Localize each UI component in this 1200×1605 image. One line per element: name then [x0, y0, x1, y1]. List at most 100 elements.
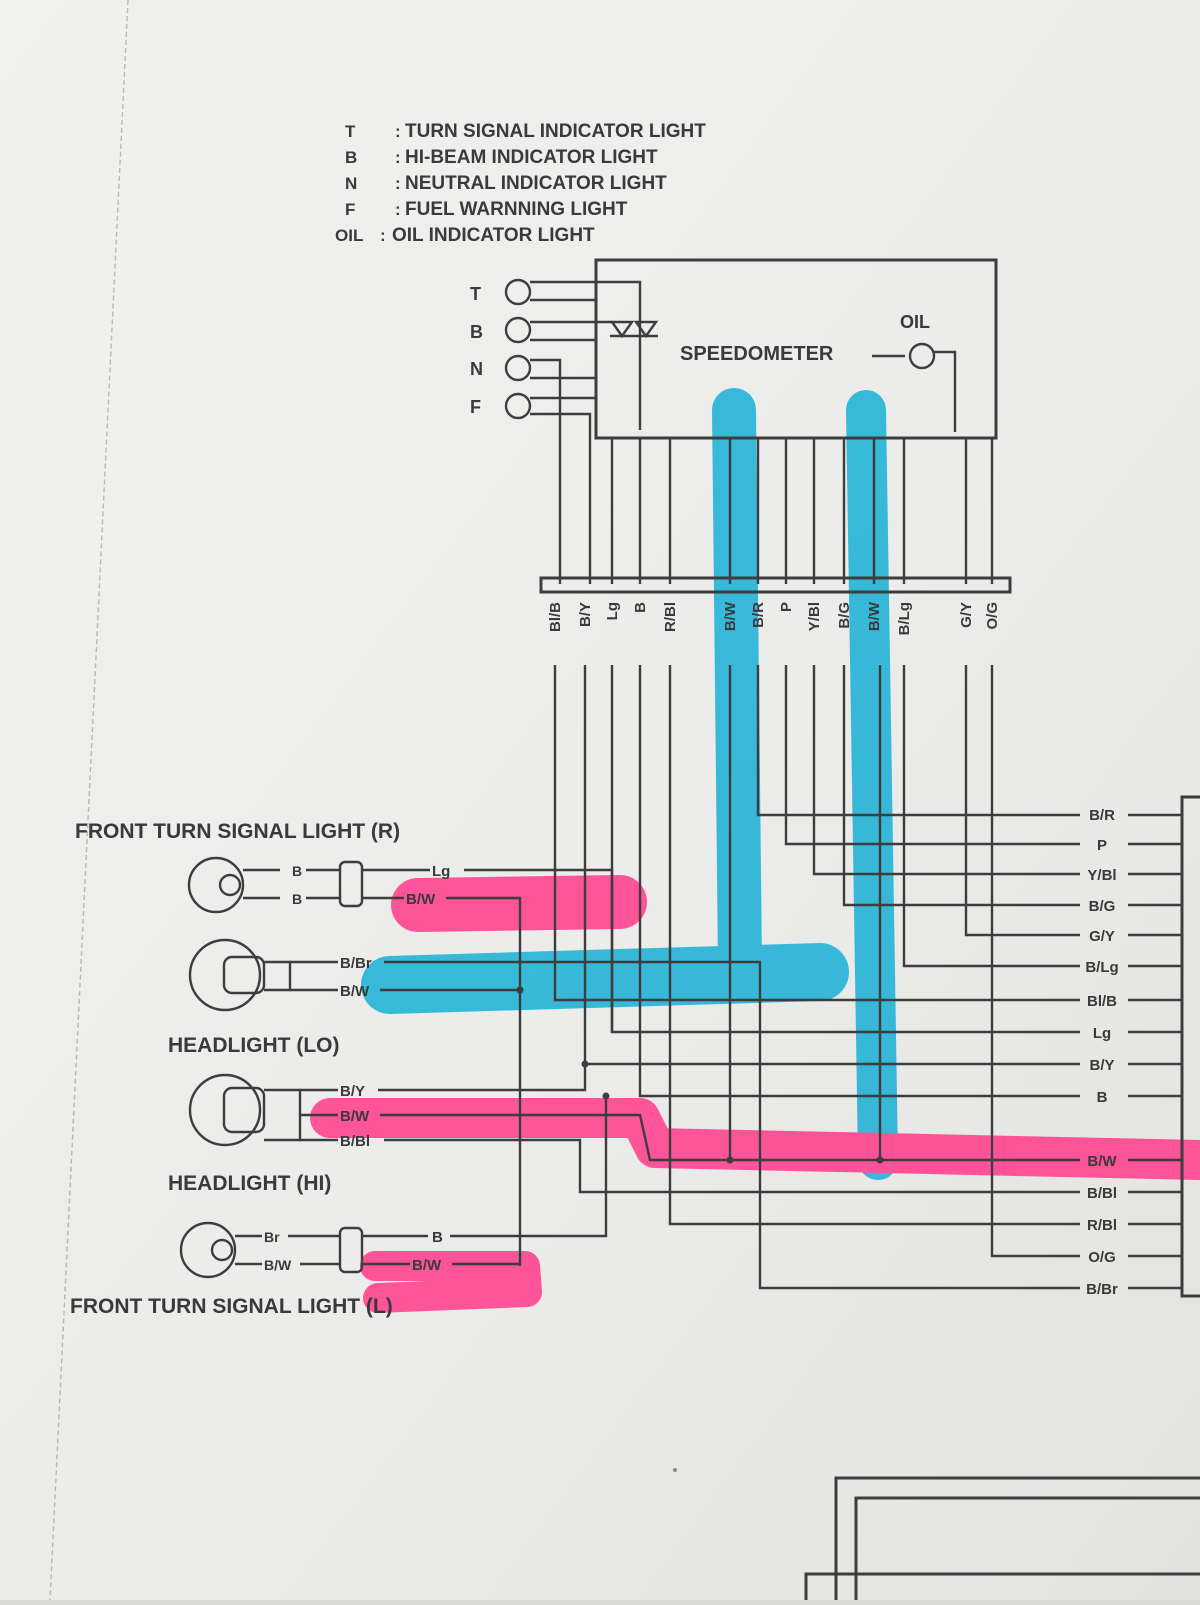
connector-drop-wires [553, 665, 1080, 1258]
harness-wire-label: B/W [406, 891, 436, 908]
harness-wire-label: B/R [1089, 807, 1115, 824]
harness-wire-label: B/Br [1086, 1281, 1118, 1298]
front-turn-left-title: FRONT TURN SIGNAL LIGHT (L) [70, 1295, 393, 1318]
bulb-filament-icon [210, 1238, 234, 1262]
harness-wire-label: B [432, 1229, 443, 1246]
wire-b-br [384, 960, 1080, 1290]
wire-b-g [842, 665, 1080, 907]
diode-icon [609, 320, 635, 339]
speedometer-wires [610, 438, 994, 584]
wire-b-w-hi [380, 1113, 1080, 1162]
connector-wire-label: G/Y [958, 602, 975, 628]
junction-dots [516, 986, 884, 1164]
connector-wire-label: B/W [866, 601, 883, 631]
headlight-wire-label: B/W [340, 983, 370, 1000]
front-turn-signal-right: FRONT TURN SIGNAL LIGHT (R) B B Lg B/W [75, 820, 614, 1266]
headlight-leads [290, 960, 338, 992]
legend-sep-t: : [395, 122, 401, 141]
legend-text-oil: OIL INDICATOR LIGHT [392, 225, 595, 246]
harness-entry-r-bl: R/Bl [1087, 1217, 1182, 1234]
wire-r-bl [668, 665, 1080, 1226]
harness-wire-label: B [1097, 1089, 1108, 1106]
wire-p [784, 665, 1080, 846]
lamp-leads [306, 868, 340, 900]
headlight-low: B/Br B/W HEADLIGHT (LO) [168, 938, 1080, 1290]
headlight-socket [222, 955, 266, 995]
turn-indicator-lamp-icon [504, 278, 532, 306]
legend-key-f: F [345, 200, 355, 219]
headlight-high: B/Y B/W B/Bl HEADLIGHT (HI) [168, 1064, 1080, 1195]
harness-wire-label: Y/Bl [1087, 867, 1116, 884]
legend-key-t: T [345, 122, 356, 141]
headlight-bulb-icon [188, 1073, 262, 1147]
headlight-leads [300, 1088, 338, 1142]
headlight-base [264, 960, 292, 992]
lamp-wire-label: B/W [264, 1257, 292, 1273]
legend-key-b: B [345, 148, 357, 167]
connector-wire-labels: Bl/B B/Y Lg B R/Bl B/W B/R P Y/Bl B/G B/… [547, 601, 1001, 635]
wire-b-y-hi [378, 1064, 587, 1092]
harness-wire-label: G/Y [1089, 928, 1115, 945]
pink-highlight-headlight-hi [310, 1098, 1200, 1180]
neutral-indicator-lamp-icon [504, 354, 532, 382]
junction-dot [602, 1092, 610, 1100]
harness-wire-label: B/Bl [1087, 1185, 1117, 1202]
paper-speck [673, 1468, 677, 1472]
hibeam-indicator-lamp-icon [504, 316, 532, 344]
junction-dot [876, 1156, 884, 1164]
headlight-bulb-icon [188, 938, 262, 1012]
connector-wire-label: B/Y [577, 602, 594, 627]
harness-wire-label: O/G [1088, 1249, 1116, 1266]
connector-wire-label: B/G [836, 602, 853, 629]
harness-wire-labels: B/R P Y/Bl B/G G/Y B/Lg Bl/B Lg B/Y B B/… [1085, 807, 1182, 1298]
harness-entry-g-y: G/Y [1089, 928, 1182, 945]
harness-entry-b-y: B/Y [1089, 1057, 1182, 1074]
legend-sep-oil: : [380, 226, 386, 245]
legend: T : TURN SIGNAL INDICATOR LIGHT B : HI-B… [335, 121, 706, 246]
page-edge-line [49, 0, 129, 1601]
legend-text-t: TURN SIGNAL INDICATOR LIGHT [405, 121, 706, 142]
next-section-box [804, 1476, 1200, 1600]
highlighter-marks [310, 388, 1200, 1313]
connector-wire-label: B/Lg [896, 602, 913, 635]
speedometer-box [594, 258, 998, 440]
harness-leads [362, 1234, 428, 1266]
blue-highlight-right [846, 390, 898, 1180]
harness-entry-lg: Lg [1093, 1025, 1182, 1042]
headlight-low-title: HEADLIGHT (LO) [168, 1034, 339, 1057]
headlight-wire-label: B/W [340, 1108, 370, 1125]
front-turn-signal-left: Br B/W B B/W FRONT TURN SIGNAL LIGHT (L) [70, 1096, 608, 1318]
harness-wire-label: R/Bl [1087, 1217, 1117, 1234]
harness-entry-bl-b: Bl/B [1087, 993, 1182, 1010]
harness-entry-b-g: B/G [1089, 898, 1182, 915]
harness-leads [362, 868, 430, 900]
harness-entry-b-lg: B/Lg [1085, 959, 1182, 976]
harness-wire-label: B/G [1089, 898, 1116, 915]
junction-dot [581, 1060, 589, 1068]
oil-wire [934, 350, 957, 432]
junction-dot [516, 986, 524, 994]
wire-b-bl [384, 1138, 1080, 1194]
harness-wire-label: Lg [1093, 1025, 1111, 1042]
wire-bl-b [553, 665, 1080, 1002]
headlight-wire-label: B/Br [340, 955, 372, 972]
headlight-wire-label: B/Bl [340, 1133, 370, 1150]
blue-highlight-left [712, 388, 762, 987]
wire-g-y [964, 665, 1080, 937]
wire-b-to-connector [450, 1096, 608, 1238]
lamp-wire-label: Br [264, 1229, 280, 1245]
main-harness-connector [1180, 795, 1200, 1298]
headlight-wire-label: B/Y [340, 1083, 365, 1100]
blue-highlight-headlight-lo [361, 943, 849, 1014]
indicator-label-t: T [470, 284, 481, 304]
indicator-lamp-wires [530, 280, 642, 584]
pink-highlight-turn-l [360, 1251, 542, 1313]
harness-entry-o-g: O/G [1088, 1249, 1182, 1266]
harness-wire-label: B/W [1087, 1153, 1117, 1170]
wire-b-r [756, 665, 1080, 817]
harness-wire-label: P [1097, 837, 1107, 854]
harness-wire-label: B/W [412, 1257, 442, 1274]
diodes [609, 320, 659, 339]
harness-wire-label: Lg [432, 863, 450, 880]
lamp-wire-label: B [292, 891, 302, 907]
